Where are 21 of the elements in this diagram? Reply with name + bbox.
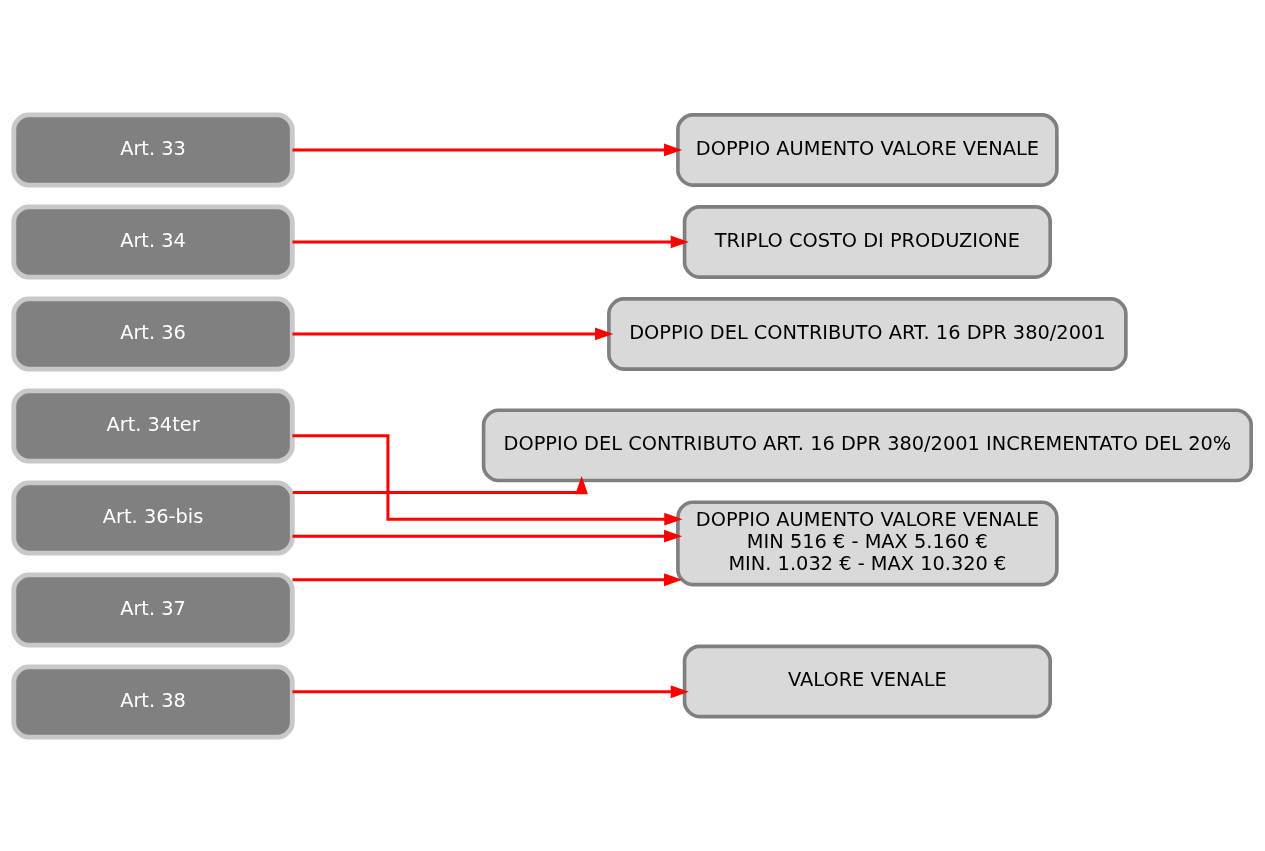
node-box: DOPPIO AUMENTO VALORE VENALE MIN 516 € - MAX 5.160 € MIN. 1.032 € - MAX 10.320 € <box>676 499 1059 586</box>
node-box: DOPPIO DEL CONTRIBUTO ART. 16 DPR 380/2001 <box>607 296 1128 371</box>
arrow <box>292 475 589 494</box>
node-box: Art. 34 <box>11 203 295 279</box>
arrow <box>292 327 614 340</box>
node-box: Art. 37 <box>11 572 295 648</box>
node-box: DOPPIO DEL CONTRIBUTO ART. 16 DPR 380/2001 INCREMENTATO DEL 20% <box>481 407 1253 482</box>
node-box: Art. 36-bis <box>11 479 295 556</box>
node-box: Art. 33 <box>11 111 295 187</box>
node-box: Art. 38 <box>11 664 295 740</box>
node-box: Art. 34ter <box>11 387 295 464</box>
node-box: DOPPIO AUMENTO VALORE VENALE <box>676 112 1059 187</box>
arrow <box>292 143 683 156</box>
node-box: TRIPLO COSTO DI PRODUZIONE <box>682 204 1052 279</box>
node-box: VALORE VENALE <box>682 644 1052 718</box>
arrow <box>292 433 683 526</box>
arrow <box>292 529 683 543</box>
arrow <box>292 235 689 248</box>
arrow <box>292 572 683 586</box>
node-box: Art. 36 <box>11 295 295 372</box>
arrow <box>292 684 689 698</box>
